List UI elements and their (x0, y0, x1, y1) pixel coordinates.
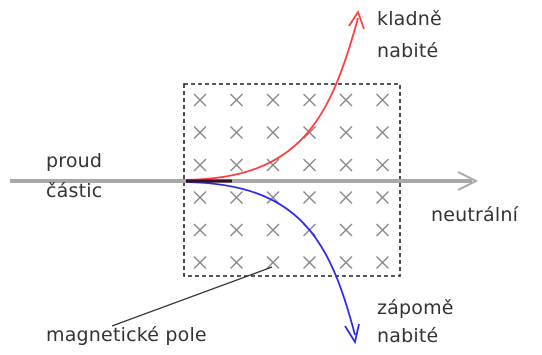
field-cross-mark (230, 126, 243, 139)
neutral-arrow-head (457, 171, 479, 191)
field-cross-mark (193, 158, 207, 172)
field-cross-mark (230, 93, 243, 107)
field-label-leader (111, 266, 273, 327)
field-cross-mark (376, 191, 389, 204)
positive-label-line1: kladně (377, 8, 442, 30)
positive-arrow-head (348, 9, 365, 30)
field-cross-mark (303, 158, 316, 172)
field-cross-mark (339, 158, 353, 172)
field-cross-mark (266, 191, 280, 204)
field-cross-mark (193, 126, 207, 139)
magnetic-field-crosses (193, 93, 389, 269)
field-cross-mark (376, 158, 389, 172)
field-cross-mark (266, 158, 280, 172)
field-cross-mark (230, 191, 243, 204)
field-cross-mark (339, 126, 353, 139)
field-cross-mark (303, 126, 316, 139)
beam-label-line2: částic (46, 180, 103, 202)
positive-trajectory (185, 17, 359, 181)
field-cross-mark (193, 256, 207, 269)
field-cross-mark (266, 93, 280, 107)
field-cross-mark (339, 223, 353, 237)
field-cross-mark (230, 223, 243, 237)
field-cross-mark (193, 93, 207, 107)
field-cross-mark (339, 191, 353, 204)
field-cross-mark (303, 191, 316, 204)
field-cross-mark (339, 93, 353, 107)
positive-label-line2: nabité (377, 40, 439, 62)
negative-arrow-head (344, 323, 360, 345)
negative-trajectory (185, 181, 356, 336)
field-cross-mark (230, 158, 243, 172)
field-cross-mark (303, 93, 316, 107)
field-cross-mark (266, 223, 280, 237)
field-cross-mark (376, 126, 389, 139)
beam-label-line1: proud (46, 150, 103, 172)
field-cross-mark (266, 256, 280, 269)
negative-label-line1: zápomě (377, 297, 454, 319)
magnetic-field-label: magnetické pole (46, 324, 207, 346)
field-cross-mark (376, 223, 389, 237)
neutral-label: neutrální (431, 204, 519, 226)
field-cross-mark (376, 256, 389, 269)
field-cross-mark (193, 191, 207, 204)
field-cross-mark (230, 256, 243, 269)
field-cross-mark (376, 93, 389, 107)
field-cross-mark (193, 223, 207, 237)
field-cross-mark (339, 256, 353, 269)
field-cross-mark (303, 256, 316, 269)
negative-label-line2: nabité (377, 325, 439, 347)
field-cross-mark (266, 126, 280, 139)
